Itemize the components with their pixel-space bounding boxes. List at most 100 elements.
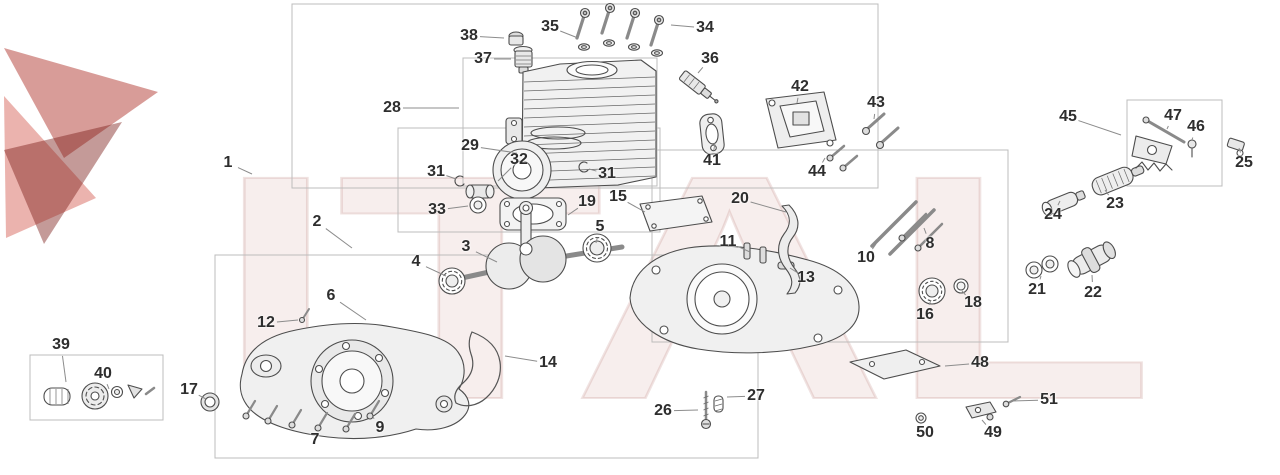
callout-32: 32 — [510, 151, 528, 168]
leader-line-16 — [928, 299, 932, 305]
leader-line-33 — [447, 205, 469, 210]
callout-22: 22 — [1084, 284, 1102, 301]
needle-bearing — [469, 196, 487, 214]
wrist-pin — [465, 184, 495, 199]
case-screws — [242, 399, 381, 433]
ball-bearing — [918, 277, 946, 305]
leader-line-47 — [1166, 125, 1169, 130]
leader-line-41 — [713, 142, 716, 151]
oil-pump-body — [1067, 241, 1116, 278]
main-bearings — [438, 233, 612, 295]
callout-16: 16 — [916, 306, 934, 323]
callout-29: 29 — [461, 137, 479, 154]
leader-line-45 — [1078, 120, 1122, 136]
callout-4: 4 — [411, 253, 421, 270]
shield-plate — [639, 195, 713, 232]
leader-line-11 — [737, 246, 751, 253]
leader-line-51 — [1011, 399, 1039, 402]
leader-line-31 — [446, 175, 457, 180]
leader-line-18 — [961, 290, 966, 296]
group-box — [29, 354, 164, 421]
spark-plug — [678, 70, 719, 104]
callout-49: 49 — [984, 424, 1002, 441]
leader-line-12 — [276, 319, 299, 323]
cylinder-bolts — [575, 2, 665, 47]
callout-19: 19 — [578, 193, 596, 210]
callout-46: 46 — [1187, 118, 1205, 135]
callout-28: 28 — [383, 99, 401, 116]
callout-5: 5 — [595, 218, 605, 235]
callout-40: 40 — [94, 365, 112, 382]
leader-line-9 — [372, 416, 375, 419]
callout-50: 50 — [916, 424, 934, 441]
callout-51: 51 — [1040, 391, 1058, 408]
mount-screws — [861, 112, 900, 150]
callout-33: 33 — [428, 201, 446, 218]
callout-13: 13 — [797, 269, 815, 286]
callout-47: 47 — [1164, 107, 1182, 124]
callout-48: 48 — [971, 354, 989, 371]
leader-line-35 — [560, 30, 579, 39]
adjuster-screw — [700, 390, 724, 430]
group-boxes — [29, 3, 1223, 459]
guide-plate — [849, 349, 941, 380]
callout-38: 38 — [460, 27, 478, 44]
leader-line-4 — [425, 266, 447, 277]
callout-41: 41 — [703, 152, 721, 169]
leader-line-31 — [588, 168, 597, 172]
group-box — [214, 254, 759, 459]
callout-27: 27 — [747, 387, 765, 404]
leader-line-19 — [567, 207, 579, 216]
leader-line-14 — [504, 355, 538, 362]
leader-line-21 — [1039, 275, 1042, 280]
callout-20: 20 — [731, 190, 749, 207]
callout-9: 9 — [375, 419, 385, 436]
oil-seal — [200, 392, 220, 412]
leader-line-48 — [944, 363, 970, 367]
brand-logo-mark — [4, 48, 158, 244]
seal-washers — [1025, 255, 1059, 279]
chain-tensioner-blade — [778, 204, 801, 295]
leader-line-6 — [339, 301, 367, 321]
callout-34: 34 — [696, 19, 714, 36]
callout-42: 42 — [791, 78, 809, 95]
leader-line-38 — [479, 36, 505, 39]
group-box — [1126, 99, 1223, 187]
crankshaft — [445, 200, 625, 290]
leader-line-24 — [1057, 200, 1061, 206]
group-box — [651, 149, 1009, 343]
leader-line-36 — [697, 67, 704, 74]
cylinder — [505, 59, 657, 189]
leader-line-49 — [981, 419, 987, 425]
leader-line-8 — [923, 227, 927, 234]
leader-line-10 — [871, 243, 877, 250]
intake-gasket — [699, 113, 725, 155]
crankcase-gasket — [454, 331, 501, 407]
callout-23: 23 — [1106, 195, 1124, 212]
leader-lines — [61, 24, 1241, 431]
callout-39: 39 — [52, 336, 70, 353]
leader-line-32 — [497, 167, 512, 182]
leader-line-43 — [873, 113, 876, 120]
callout-18: 18 — [964, 294, 982, 311]
leader-line-25 — [1238, 147, 1241, 153]
leader-line-3 — [475, 251, 498, 263]
leader-line-23 — [1104, 189, 1110, 196]
group-box — [291, 3, 879, 189]
starter-pawl-kit — [43, 382, 156, 410]
callout-21: 21 — [1028, 281, 1046, 298]
callout-7: 7 — [310, 431, 320, 448]
callout-6: 6 — [326, 287, 336, 304]
callout-43: 43 — [867, 94, 885, 111]
leader-line-42 — [796, 97, 799, 104]
circlips — [454, 161, 589, 187]
leader-line-40 — [106, 384, 110, 390]
leader-line-39 — [61, 355, 67, 383]
plate-screws — [826, 144, 859, 172]
leader-line-15 — [627, 201, 646, 213]
o-ring — [953, 278, 969, 294]
callout-26: 26 — [654, 402, 672, 419]
leader-line-20 — [750, 201, 787, 213]
